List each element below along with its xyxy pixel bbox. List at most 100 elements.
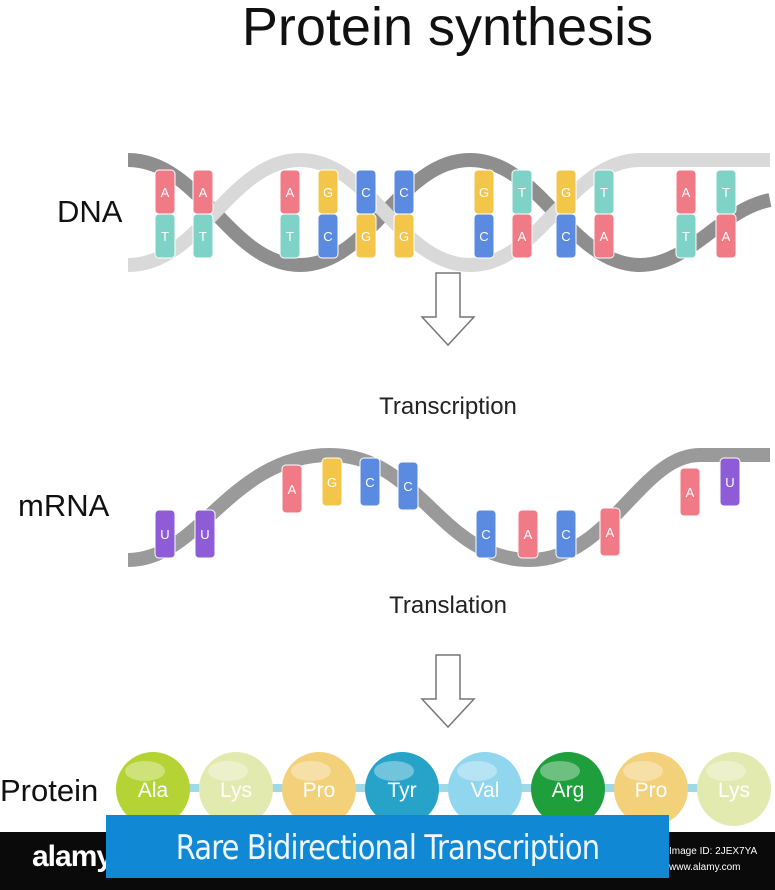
amino-acid-label-4: Tyr [387,779,416,802]
amino-acid-3: Pro [282,752,356,826]
amino-acid-label-1: Ala [138,779,169,802]
alamy-logo: alamy [32,840,113,873]
site-url-text: www.alamy.com [669,862,741,873]
mrna-bases-group: U U A G C C C A C A A U [154,457,741,559]
mrna-base-2: U [194,509,216,559]
transcription-label: Transcription [379,393,517,420]
amino-acid-label-2: Lys [220,779,252,802]
amino-acid-6: Arg [531,752,605,826]
dna-base-bottom-2: T [192,213,214,259]
dna-base-bottom-9: C [555,213,577,259]
dna-base-top-8-letter: T [518,185,526,200]
dna-base-bottom-3: T [279,213,301,259]
translation-arrow-icon [420,654,476,729]
amino-acid-5: Val [448,752,522,826]
dna-base-top-6: C [393,169,415,215]
dna-base-bottom-8: A [511,213,533,259]
dna-base-bottom-7: C [473,213,495,259]
mrna-base-3: A [281,464,303,514]
mrna-base-11: A [679,467,701,517]
mrna-base-11-letter: A [686,485,695,500]
mrna-base-3-letter: A [288,482,297,497]
dna-base-bottom-5-letter: G [361,229,371,244]
amino-acid-4: Tyr [365,752,439,826]
dna-base-bottom-9-letter: C [561,229,570,244]
caption-banner [106,815,669,878]
dna-base-top-5-letter: C [361,185,370,200]
mrna-base-8: A [517,509,539,559]
amino-acid-label-5: Val [471,779,500,802]
dna-base-bottom-10: A [593,213,615,259]
dna-base-bottom-8-letter: A [518,229,527,244]
dna-base-bottom-11: T [675,213,697,259]
mrna-base-1-letter: U [160,527,169,542]
mrna-base-4: G [321,457,343,507]
peptide-bond-line [150,784,740,792]
protein-chain: Ala Lys Pro Tyr Val Arg Pro Lys [116,752,771,826]
image-id-text: Image ID: 2JEX7YA [669,846,758,857]
dna-base-bottom-1-letter: T [161,229,169,244]
dna-base-top-3: A [279,169,301,215]
transcription-arrow-icon [420,272,476,347]
mrna-base-12-letter: U [725,475,734,490]
mrna-base-5-letter: C [365,475,374,490]
dna-base-bottom-4: C [317,213,339,259]
mrna-base-9: C [555,509,577,559]
mrna-base-4-letter: G [327,475,337,490]
mrna-label: mRNA [18,488,110,523]
dna-base-top-9: G [555,169,577,215]
mrna-base-2-letter: U [200,527,209,542]
mrna-base-7-letter: C [481,527,490,542]
dna-base-bottom-12-letter: A [722,229,731,244]
mrna-base-9-letter: C [561,527,570,542]
dna-base-top-10: T [593,169,615,215]
mrna-base-6-letter: C [403,479,412,494]
amino-acid-label-3: Pro [303,779,336,802]
caption-banner-text: Rare Bidirectional Transcription [175,828,600,868]
dna-base-top-12: T [715,169,737,215]
dna-base-bottom-10-letter: A [600,229,609,244]
dna-base-bottom-5: G [355,213,377,259]
dna-base-bottom-2-letter: T [199,229,207,244]
dna-base-top-3-letter: A [286,185,295,200]
dna-base-top-11-letter: A [682,185,691,200]
dna-base-top-2-letter: A [199,185,208,200]
mrna-strand [127,447,770,568]
dna-base-bottom-11-letter: T [682,229,690,244]
dna-base-top-1: A [154,169,176,215]
amino-acid-2: Lys [199,752,273,826]
translation-label: Translation [389,592,507,619]
mrna-base-12: U [719,457,741,507]
amino-acid-7: Pro [614,752,688,826]
mrna-base-5: C [359,457,381,507]
dna-base-top-5: C [355,169,377,215]
dna-base-bottom-6-letter: G [399,229,409,244]
dna-base-top-12-letter: T [722,185,730,200]
dna-base-bottom-1: T [154,213,176,259]
dna-base-top-11: A [675,169,697,215]
mrna-base-1: U [154,509,176,559]
dna-base-top-2: A [192,169,214,215]
amino-acid-label-6: Arg [552,779,585,802]
dna-base-bottom-12: A [715,213,737,259]
dna-base-top-4-letter: G [323,185,333,200]
dna-base-top-4: G [317,169,339,215]
dna-base-bottom-7-letter: C [479,229,488,244]
mrna-base-6: C [397,461,419,511]
dna-base-top-7-letter: G [479,185,489,200]
mrna-base-8-letter: A [524,527,533,542]
dna-base-top-9-letter: G [561,185,571,200]
mrna-base-10: A [599,507,621,557]
protein-label: Protein [0,773,99,808]
dna-strand-back [127,152,772,273]
dna-base-top-1-letter: A [161,185,170,200]
dna-base-top-8: T [511,169,533,215]
dna-strand-front [127,152,770,273]
amino-acid-label-8: Lys [718,779,750,802]
amino-acid-1: Ala [116,752,190,826]
amino-acid-8: Lys [697,752,771,826]
dna-base-top-6-letter: C [399,185,408,200]
dna-base-top-10-letter: T [600,185,608,200]
